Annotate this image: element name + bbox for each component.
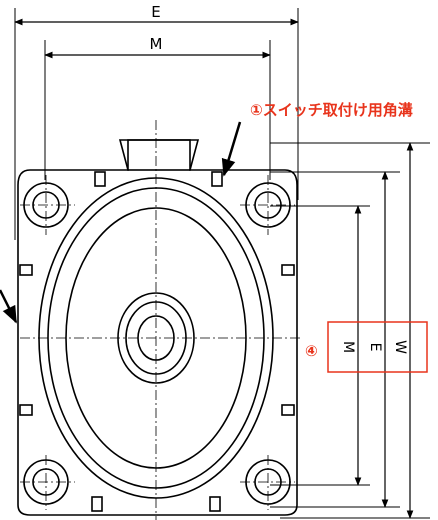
cylinder-body: [17, 139, 298, 516]
centre-lines: [20, 120, 300, 520]
callout-arrow: [221, 121, 242, 177]
dimension-label-W-vertical: W: [392, 340, 408, 354]
highlight-box: [327, 321, 428, 373]
callout-marker-4: ④: [305, 342, 318, 360]
dimension-width-total: E: [14, 3, 299, 240]
dimension-width-inner: M: [44, 35, 271, 180]
dimension-label-M-vertical: M: [340, 341, 356, 353]
left-callout-arrow: [0, 289, 18, 324]
callout-switch-groove: ①スイッチ取付け用角溝: [250, 101, 413, 119]
dimension-label-M-top: M: [150, 35, 163, 53]
dimension-label-E-top: E: [151, 3, 160, 21]
dimension-height-lines: [270, 142, 430, 519]
dimension-label-E-vertical: E: [367, 343, 383, 352]
